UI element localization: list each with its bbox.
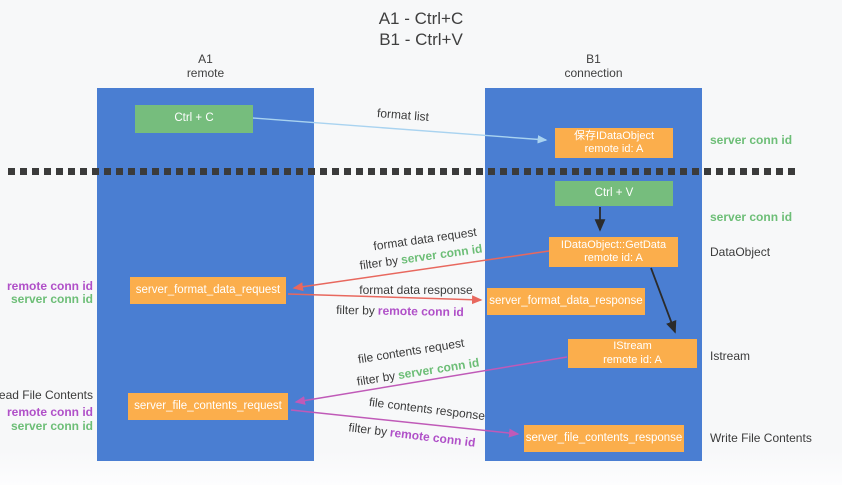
node-ctrl-v-label: Ctrl + V <box>594 186 634 199</box>
label-file-contents-response: file contents response <box>368 394 486 424</box>
remote-conn-id-text: remote conn id <box>377 303 464 320</box>
node-save-idataobject: 保存IDataObject remote id: A <box>555 128 673 158</box>
server-conn-id-text: server conn id <box>396 355 481 383</box>
node-server-format-data-request: server_format_data_request <box>130 277 286 304</box>
node-save-idataobject-line2: remote id: A <box>584 143 644 155</box>
node-istream-line1: IStream <box>613 340 652 352</box>
node-idataobject-getdata-line1: IDataObject::GetData <box>560 238 667 251</box>
filter-by-text: filter by <box>347 420 388 439</box>
node-server-file-contents-response: server_file_contents_response <box>524 425 684 452</box>
node-server-file-contents-response-label: server_file_contents_response <box>525 431 683 444</box>
node-server-format-data-response: server_format_data_response <box>487 288 645 315</box>
title-line-2: B1 - Ctrl+V <box>379 30 463 49</box>
right-label-server-conn-id-2: server conn id <box>710 210 793 224</box>
node-server-format-data-response-label: server_format_data_response <box>489 294 643 307</box>
filter-by-text: filter by <box>355 368 397 389</box>
filter-by-text: filter by <box>358 253 400 273</box>
node-ctrl-v: Ctrl + V <box>555 181 673 206</box>
left-label-server-conn-id-1: server conn id <box>10 292 93 306</box>
right-label-istream: Istream <box>710 349 751 363</box>
node-server-file-contents-request: server_file_contents_request <box>128 393 288 420</box>
node-istream: IStream remote id: A <box>568 339 697 368</box>
right-label-server-conn-id-1: server conn id <box>710 133 793 147</box>
right-label-dataobject: DataObject <box>710 245 771 259</box>
node-server-format-data-request-label: server_format_data_request <box>135 283 281 296</box>
left-label-remote-conn-id-1: remote conn id <box>6 279 93 293</box>
lifeline-b1-role: connection <box>564 66 623 80</box>
lifeline-a1-name: A1 <box>198 52 213 66</box>
left-label-remote-conn-id-2: remote conn id <box>6 405 93 419</box>
left-label-read-file-contents: Read File Contents <box>0 388 93 402</box>
lifeline-a1-header: A1 remote <box>97 52 314 80</box>
title-line-1: A1 - Ctrl+C <box>378 9 464 28</box>
left-label-server-conn-id-2: server conn id <box>10 419 93 433</box>
label-format-data-response: format data response <box>359 283 473 297</box>
right-label-write-file-contents: Write File Contents <box>710 431 812 445</box>
node-ctrl-c: Ctrl + C <box>135 105 253 133</box>
lifeline-a1-role: remote <box>186 66 225 80</box>
node-idataobject-getdata: IDataObject::GetData remote id: A <box>549 237 678 267</box>
label-format-list: format list <box>376 105 430 125</box>
node-istream-line2: remote id: A <box>603 353 662 366</box>
diagram-title: A1 - Ctrl+C B1 - Ctrl+V <box>0 8 842 50</box>
node-server-file-contents-request-label: server_file_contents_request <box>134 399 282 412</box>
lifeline-b1-header: B1 connection <box>485 52 702 80</box>
separator-dotted-line <box>8 168 800 175</box>
node-ctrl-c-label: Ctrl + C <box>174 112 214 125</box>
lifeline-b1-name: B1 <box>586 52 601 66</box>
remote-conn-id-text: remote conn id <box>389 425 477 450</box>
node-save-idataobject-line1: 保存IDataObject <box>573 129 655 142</box>
label-filter-by-remote-conn-id-2: filter byremote conn id <box>348 420 476 449</box>
node-idataobject-getdata-line2: remote id: A <box>584 252 643 264</box>
filter-by-text: filter by <box>336 302 375 318</box>
